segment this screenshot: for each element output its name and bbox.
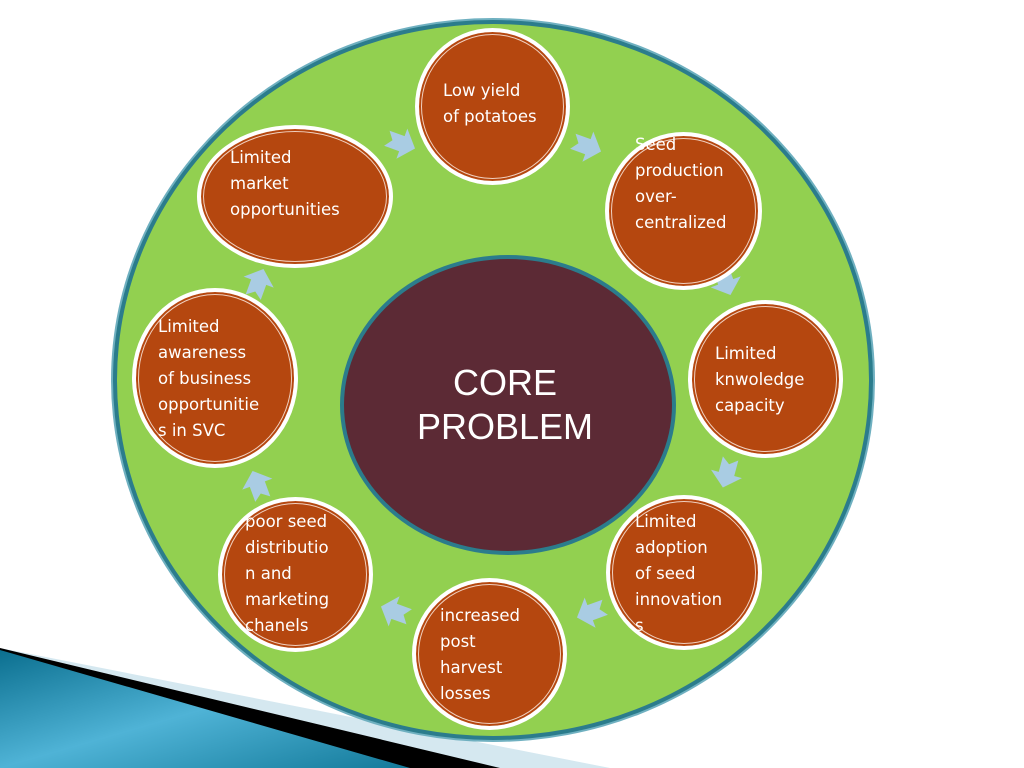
node-market-opportunities-label: Limited market opportunities — [230, 148, 340, 219]
node-knowledge-capacity-label: Limited knwoledge capacity — [715, 344, 805, 415]
node-seed-production-label: Seed production over- centralized — [635, 135, 727, 232]
node-low-yield — [415, 28, 570, 185]
core-problem-label: CORE PROBLEM — [417, 361, 593, 449]
node-seed-adoption — [606, 495, 762, 650]
node-seed-adoption-label: Limited adoption of seed innovation s — [635, 512, 723, 635]
node-business-awareness — [132, 288, 298, 468]
node-market-opportunities — [197, 125, 393, 268]
node-post-harvest — [412, 578, 567, 730]
node-low-yield-label: Low yield of potatoes — [443, 81, 537, 126]
arrow-icon — [576, 597, 608, 628]
core-line-2: PROBLEM — [416, 406, 594, 447]
node-business-awareness-label: Limited awareness of business opportunit… — [158, 317, 260, 440]
core-problem: CORE PROBLEM — [340, 255, 676, 555]
arrow-icon — [711, 456, 742, 488]
node-seed-distribution — [218, 497, 373, 652]
node-seed-production — [605, 132, 762, 290]
core-line-1: CORE — [452, 362, 557, 403]
arrow-icon — [243, 268, 274, 300]
blue-wedge — [0, 650, 410, 768]
node-post-harvest-label: increased post harvest losses — [440, 606, 521, 703]
arrow-icon — [570, 131, 602, 162]
arrow-icon — [384, 128, 416, 159]
arrow-icon — [242, 470, 273, 502]
node-seed-distribution-label: poor seed distributio n and marketing ch… — [245, 512, 330, 635]
arrow-icon — [380, 596, 412, 627]
node-knowledge-capacity — [688, 300, 843, 458]
